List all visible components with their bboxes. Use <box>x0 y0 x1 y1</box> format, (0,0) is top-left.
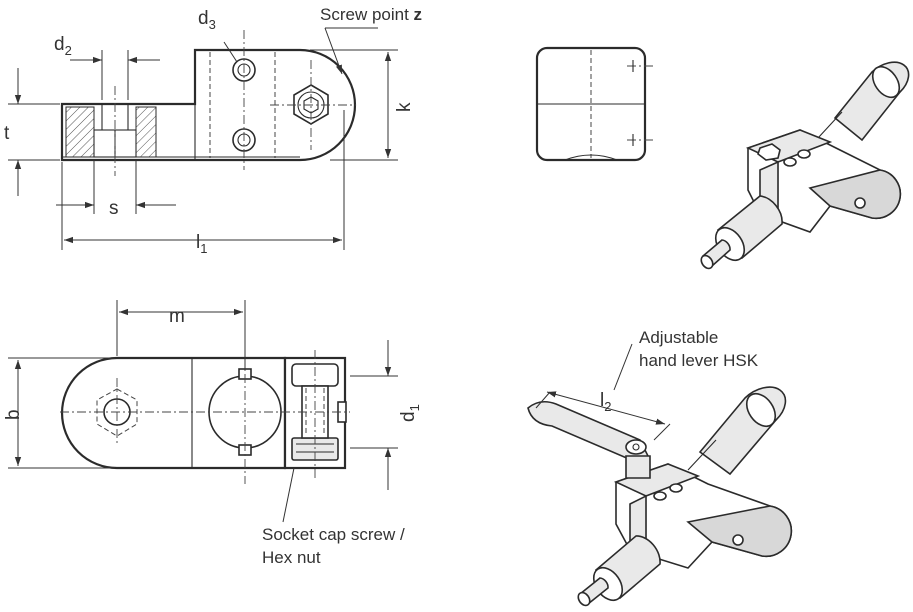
label-l2: l2 <box>600 390 611 414</box>
shaft-rear <box>833 61 910 142</box>
label-m: m <box>169 306 185 327</box>
label-l1: l1 <box>196 232 207 256</box>
section-hatch-right <box>135 106 157 158</box>
label-b: b <box>3 409 24 420</box>
label-d1: d1 <box>398 404 422 422</box>
label-d2: d2 <box>54 34 72 58</box>
end-view <box>535 46 655 162</box>
label-d3: d3 <box>198 8 216 32</box>
top-view: m b d1 Socket cap screw / Hex nut <box>3 300 422 567</box>
label-adjustable: Adjustable <box>639 328 718 347</box>
label-t-upright: t <box>4 123 10 144</box>
label-hand-lever-hsk: hand lever HSK <box>639 351 759 370</box>
side-view: d2 d3 Screw point z t k s l1 <box>4 5 422 256</box>
isometric-clamp-top <box>700 61 910 270</box>
label-socket-cap-screw: Socket cap screw / <box>262 525 405 544</box>
side-view-body <box>60 48 357 162</box>
isometric-clamp-lever: l2 Adjustable hand lever HSK <box>527 328 793 607</box>
label-s: s <box>109 198 119 219</box>
label-screw-point: Screw point z <box>320 5 422 24</box>
section-hatch-left <box>65 106 95 158</box>
label-k: k <box>394 102 415 112</box>
label-hex-nut: Hex nut <box>262 548 321 567</box>
